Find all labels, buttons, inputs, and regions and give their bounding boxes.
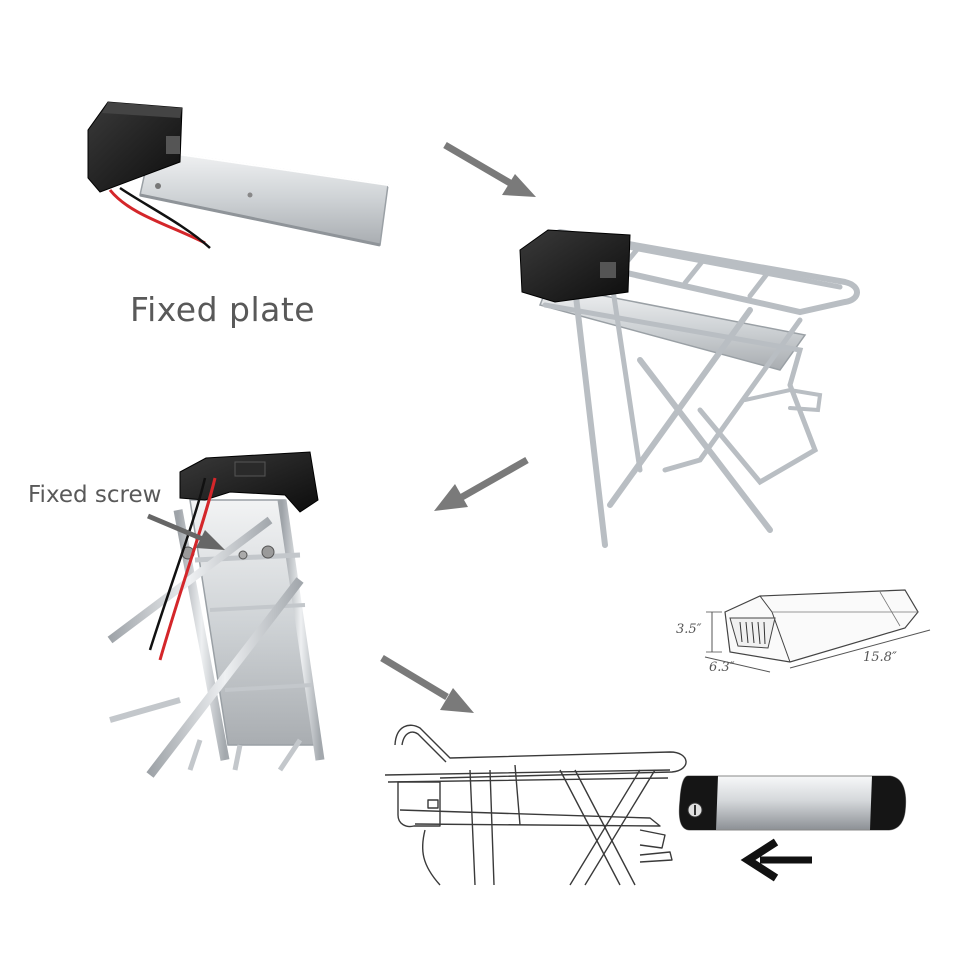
silver-battery-illustration [678,775,907,831]
arrow-step-3 [380,654,474,713]
dimension-width-label: 6.3″ [709,660,735,675]
rack-outline-drawing [384,724,687,886]
dimension-height-label: 3.5″ [676,622,702,637]
fixed-plate-illustration [87,101,393,249]
fixed-screw-label: Fixed screw [28,482,162,508]
fixed-plate-label: Fixed plate [130,290,316,329]
fixed-screw-closeup-illustration [107,451,325,778]
arrow-step-1 [443,141,536,197]
dimension-length-label: 15.8″ [863,650,897,665]
rack-with-plate-illustration [519,229,860,548]
insert-arrow [740,838,812,882]
battery-dimension-drawing [704,589,931,673]
arrow-step-2 [434,456,529,511]
